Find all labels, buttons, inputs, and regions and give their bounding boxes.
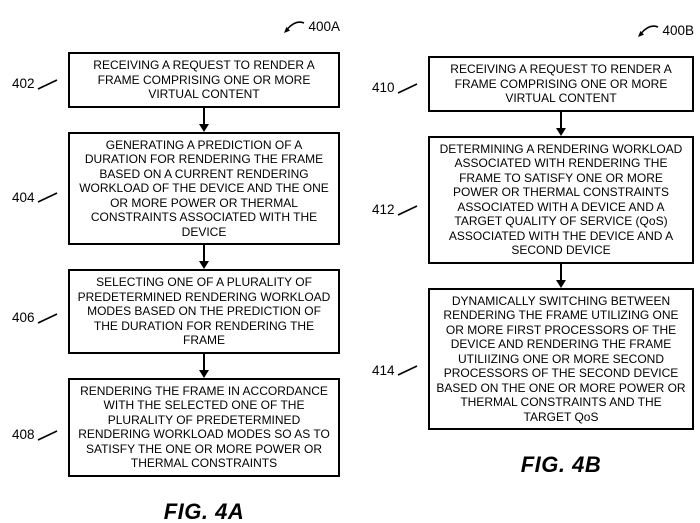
down-arrow [428, 263, 694, 288]
leader-line [397, 205, 417, 216]
step-number: 404 [12, 189, 35, 205]
leader-line [37, 430, 57, 441]
leader-line [397, 365, 417, 377]
step-box: RECEIVING A REQUEST TO RENDER A FRAME CO… [428, 56, 694, 112]
curved-arrow-icon [638, 25, 659, 37]
down-arrow [68, 353, 340, 378]
leader-line [37, 313, 57, 324]
step-number: 402 [12, 76, 35, 92]
figure-ref-label: 400A [308, 19, 340, 34]
arrow-head-icon [556, 279, 566, 288]
arrow-shaft [560, 111, 562, 128]
step-ref: 408 [12, 428, 66, 442]
arrow-shaft [203, 107, 205, 124]
figure-ref-label: 400B [662, 23, 694, 38]
step-number: 414 [372, 362, 395, 378]
arrow-head-icon [556, 127, 566, 136]
figure-4b-flowchart: 400B 410 RECEIVING A REQUEST TO RENDER A… [372, 23, 694, 478]
flow-step: 406 SELECTING ONE OF A PLURALITY OF PRED… [12, 269, 340, 354]
step-box: RENDERING THE FRAME IN ACCORDANCE WITH T… [68, 377, 340, 477]
step-ref: 406 [12, 311, 66, 325]
flow-step: 414 DYNAMICALLY SWITCHING BETWEEN RENDER… [372, 287, 694, 431]
step-box: RECEIVING A REQUEST TO RENDER A FRAME CO… [68, 52, 340, 108]
flow-step: 410 RECEIVING A REQUEST TO RENDER A FRAM… [372, 56, 694, 112]
step-number: 408 [12, 427, 35, 443]
down-arrow [68, 107, 340, 132]
step-number: 412 [372, 202, 395, 218]
down-arrow [428, 111, 694, 136]
leader-line [397, 83, 417, 94]
step-ref: 402 [12, 77, 66, 91]
flow-step: 402 RECEIVING A REQUEST TO RENDER A FRAM… [12, 52, 340, 108]
curved-arrow-icon [284, 21, 305, 33]
leader-line [37, 79, 57, 90]
step-ref: 404 [12, 190, 66, 204]
step-ref: 412 [372, 203, 426, 217]
figure-caption: FIG. 4A [163, 498, 245, 523]
flow-step: 412 DETERMINING A RENDERING WORKLOAD ASS… [372, 135, 694, 264]
down-arrow [68, 245, 340, 270]
arrow-head-icon [199, 123, 209, 132]
step-number: 406 [12, 310, 35, 326]
leader-line [37, 192, 57, 204]
step-ref: 410 [372, 81, 426, 95]
flow-step: 408 RENDERING THE FRAME IN ACCORDANCE WI… [12, 377, 340, 477]
arrow-shaft [203, 245, 205, 262]
arrow-head-icon [199, 261, 209, 270]
step-box: DETERMINING A RENDERING WORKLOAD ASSOCIA… [428, 135, 694, 264]
figure-4a-flowchart: 400A 402 RECEIVING A REQUEST TO RENDER A… [12, 19, 340, 523]
step-box: SELECTING ONE OF A PLURALITY OF PREDETER… [68, 269, 340, 354]
step-number: 410 [372, 80, 395, 96]
figure-ref-400b: 400B [635, 23, 694, 40]
figure-caption: FIG. 4B [520, 452, 602, 478]
figure-ref-400a: 400A [281, 19, 340, 36]
step-ref: 414 [372, 363, 426, 377]
arrow-shaft [560, 263, 562, 280]
step-box: GENERATING A PREDICTION OF A DURATION FO… [68, 131, 340, 246]
step-box: DYNAMICALLY SWITCHING BETWEEN RENDERING … [428, 287, 694, 431]
flow-step: 404 GENERATING A PREDICTION OF A DURATIO… [12, 131, 340, 246]
arrow-head-icon [199, 369, 209, 378]
arrow-shaft [203, 353, 205, 370]
